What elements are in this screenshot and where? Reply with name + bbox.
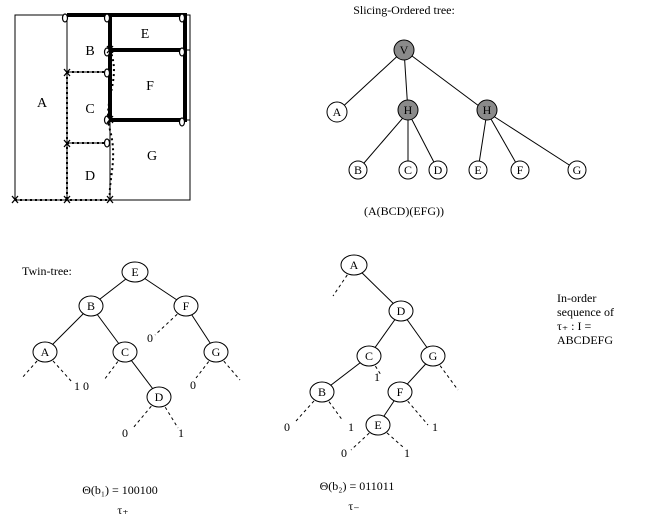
floorplan: A B C D E F G [11, 13, 191, 204]
tree-node-v [393, 39, 415, 61]
inorder-line-3: τ₊ : I = [557, 319, 591, 333]
slicing-tree-title: Slicing-Ordered tree: [353, 3, 455, 17]
twin-tree-title: Twin-tree: [22, 264, 72, 278]
twin-node-a-label: A [41, 345, 50, 359]
tree-node-b-label: B [354, 163, 362, 177]
room-label-g: G [147, 149, 157, 164]
bit-label: 0 [190, 378, 196, 392]
twin-node-f-label: F [183, 299, 190, 313]
theta-label-2: Θ(b₂) = 011011 [320, 479, 395, 493]
tree-node-h2-label: H [483, 103, 492, 117]
thick-path [67, 13, 187, 122]
twin2-node-e-label: E [374, 418, 381, 432]
twin-node-c [112, 341, 138, 363]
endpoint-marker [178, 117, 186, 127]
bit-label: 1 [432, 420, 438, 434]
twin-node-b-label: B [87, 299, 95, 313]
tree-node-a-label: A [333, 105, 342, 119]
inorder-note: In-order sequence of τ₊ : I = ABCDEFG [557, 291, 614, 347]
tree-node-e [468, 160, 488, 180]
room-label-f: F [146, 79, 154, 94]
endpoint-marker [103, 68, 111, 78]
twin2-node-c [356, 345, 382, 367]
tree-node-f-label: F [517, 163, 524, 177]
tree-node-d [428, 160, 448, 180]
bit-label: 1 [348, 420, 354, 434]
bit-label: 1 [374, 370, 380, 384]
endpoint-marker [103, 13, 111, 23]
theta-label-1: Θ(b₁) = 100100 [82, 483, 158, 497]
tree-node-e-label: E [474, 163, 481, 177]
twin-node-e-label: E [131, 265, 138, 279]
dotted-path [107, 49, 115, 201]
room-label-c: C [85, 102, 94, 117]
tau-label-1: τ₊ [117, 503, 128, 517]
inorder-line-1: In-order [557, 291, 596, 305]
room-label-e: E [141, 27, 150, 42]
tree-node-g-label: G [573, 163, 582, 177]
twin-node-e [121, 261, 149, 283]
tree-node-h1 [397, 99, 419, 121]
slicing-expression: (A(BCD)(EFG)) [364, 204, 444, 218]
bit-label: 0 [284, 420, 290, 434]
room-label-a: A [37, 96, 48, 111]
endpoint-marker [178, 47, 186, 57]
room-label-b: B [85, 44, 94, 59]
bit-label: 0 [341, 446, 347, 460]
twin-node-g-label: G [212, 345, 221, 359]
endpoint-marker [61, 13, 69, 23]
endpoint-marker [178, 13, 186, 23]
twin-node-d [146, 386, 172, 408]
tree-node-h1-label: H [404, 103, 413, 117]
room-label-d: D [85, 169, 95, 184]
tree-node-h2 [476, 99, 498, 121]
twin2-node-a-label: A [350, 258, 359, 272]
twin-node-c-label: C [121, 345, 129, 359]
tree-node-c [398, 160, 418, 180]
twin-tree-2: A D C G B F E 1 0 1 1 0 1 Θ(b₂) = 011011… [284, 254, 459, 513]
twin-node-g [203, 341, 229, 363]
endpoint-marker [103, 47, 111, 57]
tree-node-f [510, 160, 530, 180]
twin2-node-f [387, 381, 413, 403]
tree-node-v-label: V [400, 43, 409, 57]
twin-node-d-label: D [155, 390, 164, 404]
bit-label: 1 [178, 426, 184, 440]
twin2-node-d-label: D [397, 304, 406, 318]
inorder-line-2: sequence of [557, 305, 614, 319]
twin2-node-e [365, 414, 391, 436]
endpoint-marker [103, 138, 111, 148]
twin2-node-f-label: F [397, 385, 404, 399]
inorder-line-4: ABCDEFG [557, 333, 613, 347]
twin2-node-b [309, 381, 335, 403]
tree-node-d-label: D [434, 163, 443, 177]
twin2-node-a [340, 254, 368, 276]
bit-label: 1 0 [74, 379, 89, 393]
slicing-tree: Slicing-Ordered tree: V A H H B C D E F … [326, 3, 587, 218]
bit-label: 1 [404, 446, 410, 460]
twin-node-b [78, 295, 104, 317]
twin2-node-d [388, 300, 414, 322]
bit-label: 0 [122, 426, 128, 440]
tree-node-c-label: C [404, 163, 412, 177]
tau-label-2: τ₋ [348, 499, 359, 513]
tree-node-g [567, 160, 587, 180]
twin2-node-c-label: C [365, 349, 373, 363]
twin2-node-g-label: G [429, 349, 438, 363]
tree-node-b [348, 160, 368, 180]
cross-markers [11, 45, 114, 204]
twin-tree-1: Twin-tree: E B F A C G D 0 1 0 0 0 1 Θ [21, 261, 241, 517]
bit-label: 0 [147, 331, 153, 345]
twin-node-a [32, 341, 58, 363]
twin2-node-g [420, 345, 446, 367]
twin2-node-b-label: B [318, 385, 326, 399]
tree-node-a [326, 101, 348, 123]
twin-node-f [173, 295, 199, 317]
